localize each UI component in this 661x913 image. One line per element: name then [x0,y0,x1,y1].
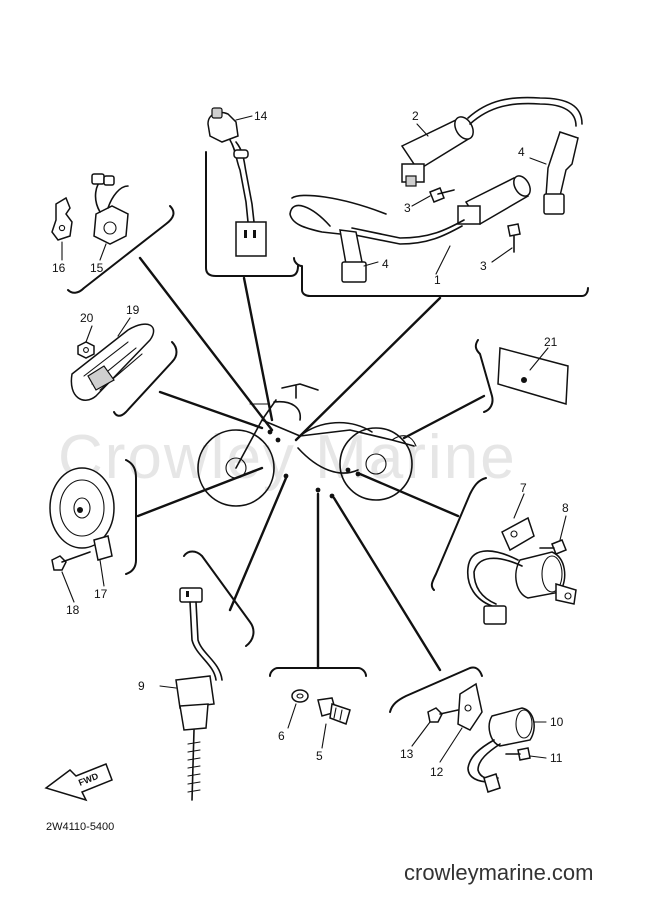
callout-9: 9 [138,679,145,693]
part-4-spark-plug-caps [289,131,579,283]
part-15-relay [91,173,129,245]
part-21-reflector [497,347,569,405]
callout-21: 21 [544,335,558,349]
callout-3-upper: 3 [404,201,411,215]
part-3-bolts [429,187,521,253]
callout-8: 8 [562,501,569,515]
callout-18: 18 [66,603,80,617]
callout-4-right: 4 [518,145,525,159]
footer-url: crowleymarine.com [404,860,594,885]
part-2-ignition-coil [400,96,583,187]
part-2b-ignition-coil [349,175,531,245]
callout-15: 15 [90,261,104,275]
group-brackets [67,151,589,713]
callout-19: 19 [126,303,140,317]
callout-3-lower: 3 [480,259,487,273]
fwd-arrow-icon: FWD [44,763,113,802]
callout-numbers: 2 4 14 3 3 4 1 16 15 20 19 21 7 8 17 18 … [52,109,569,779]
part-18-bolt [51,551,91,571]
callout-leaders [61,115,567,763]
callout-11: 11 [550,751,563,765]
part-5-bolt [317,697,351,725]
part-7-ignition-switch [467,516,577,625]
part-14-switch [207,107,267,257]
watermark: Crowley Marine [58,423,517,492]
callout-17: 17 [94,587,108,601]
part-13-bolt [427,707,459,723]
part-10-solenoid [467,707,535,793]
callout-12: 12 [430,765,444,779]
part-17-horn [49,467,115,561]
callout-14: 14 [254,109,268,123]
part-19-reflector [70,323,155,401]
part-number: 2W4110-5400 [46,821,114,833]
callout-20: 20 [80,311,94,325]
callout-10: 10 [550,715,564,729]
leader-lines [136,256,486,672]
callout-5: 5 [316,749,323,763]
callout-1: 1 [434,273,441,287]
part-20-nut [77,341,95,359]
callout-4-left: 4 [382,257,389,271]
callout-2: 2 [412,109,419,123]
callout-7: 7 [520,481,527,495]
part-16-bracket [51,196,73,241]
part-9-sensor [175,587,223,801]
motorcycle-outline [197,383,417,507]
callout-16: 16 [52,261,66,275]
part-12-bracket [457,682,483,731]
part-6-washer [291,689,309,703]
callout-13: 13 [400,747,414,761]
part-8-bolt [539,539,567,555]
callout-6: 6 [278,729,285,743]
part-11-bolt [505,747,531,761]
